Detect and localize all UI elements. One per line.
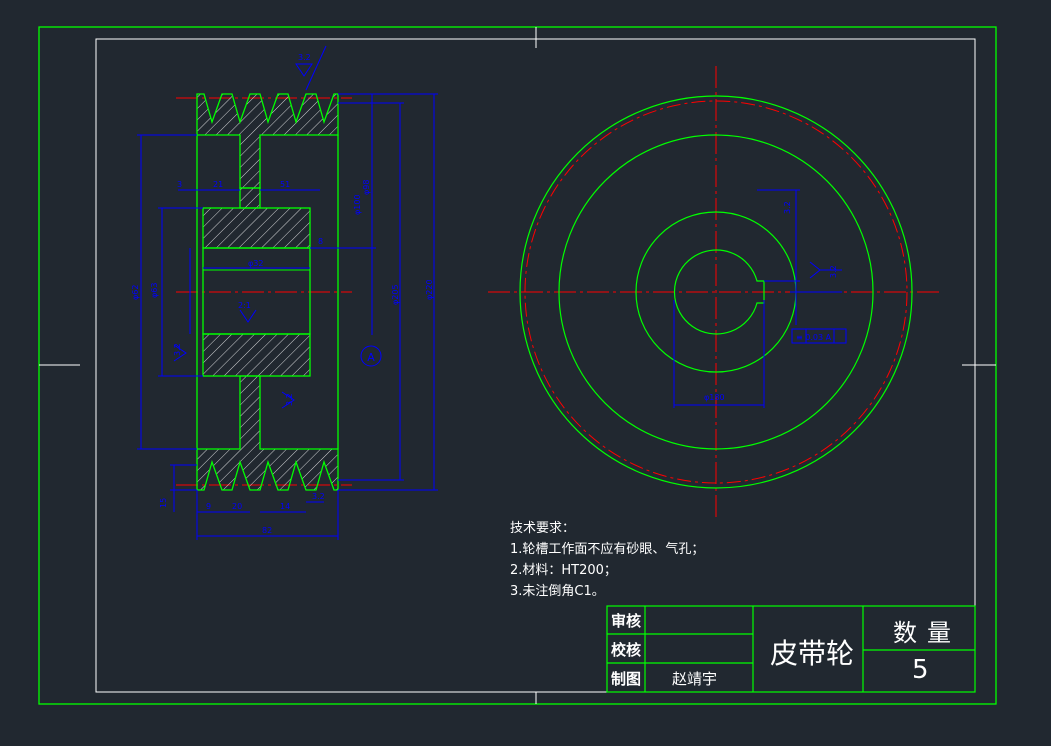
- svg-text:≡ 0.03 A: ≡ 0.03 A: [796, 333, 832, 342]
- section-dimension-text: 3.2 3 21 51 φ100 φ98 φ62 φ63 φ32 8 2:1 3…: [131, 53, 434, 535]
- section-centerlines: [176, 97, 352, 486]
- technical-notes: 技术要求： 1.轮槽工作面不应有砂眼、气孔； 2.材料：HT200； 3.未注倒…: [510, 518, 704, 602]
- section-hub-bottom: [202, 333, 311, 377]
- svg-text:3.2: 3.2: [783, 201, 792, 214]
- svg-text:φ220: φ220: [425, 279, 434, 300]
- drafter-value: 赵靖宇: [672, 670, 718, 688]
- note-item: 2.材料：HT200；: [510, 563, 617, 578]
- svg-text:15: 15: [159, 498, 168, 508]
- svg-text:φ205: φ205: [391, 284, 400, 305]
- bore-with-keyway: [673, 249, 765, 335]
- quantity-label: 数量: [893, 619, 961, 647]
- svg-text:14: 14: [280, 502, 290, 511]
- svg-text:φ32: φ32: [248, 259, 263, 268]
- section-view: A 3.2 3 21 51 φ100 φ98 φ62 φ63 φ32 8 2:1…: [131, 45, 438, 540]
- svg-text:3.2: 3.2: [173, 343, 182, 356]
- notes-heading: 技术要求：: [510, 521, 576, 536]
- checker-label: 校核: [611, 641, 642, 659]
- svg-text:3.2: 3.2: [829, 265, 838, 278]
- drafter-label: 制图: [611, 670, 642, 688]
- center-marks: [39, 27, 996, 704]
- section-top-rim: [196, 93, 339, 189]
- svg-text:51: 51: [280, 180, 290, 189]
- part-name: 皮带轮: [770, 637, 855, 670]
- svg-text:φ180: φ180: [704, 393, 725, 402]
- front-dimension-text: φ180 3.2 3.2 ≡ 0.03 A: [704, 201, 838, 402]
- note-item: 1.轮槽工作面不应有砂眼、气孔；: [510, 542, 705, 557]
- section-web-top: [239, 187, 261, 209]
- section-bottom-rim: [196, 375, 339, 491]
- svg-text:82: 82: [262, 526, 272, 535]
- svg-text:φ100: φ100: [353, 194, 362, 215]
- svg-text:φ62: φ62: [131, 285, 140, 300]
- svg-text:21: 21: [213, 180, 223, 189]
- svg-text:3.2: 3.2: [312, 492, 325, 501]
- svg-text:φ98: φ98: [362, 180, 371, 195]
- reviewer-label: 审核: [611, 612, 642, 630]
- svg-text:20: 20: [232, 502, 242, 511]
- roughness-symbols: [173, 63, 313, 409]
- outer-rim-circle: [519, 95, 913, 489]
- groove-bottom-circle: [558, 134, 874, 450]
- title-block-grid: [606, 605, 976, 693]
- quantity-value: 5: [912, 655, 929, 685]
- datum-a-circle: [360, 345, 382, 367]
- svg-text:2:1: 2:1: [238, 301, 251, 310]
- note-item: 3.未注倒角C1。: [510, 584, 605, 599]
- pitch-circle: [524, 100, 908, 484]
- outer-frame: [38, 26, 997, 705]
- svg-text:9: 9: [206, 502, 211, 511]
- svg-text:3.2: 3.2: [285, 393, 294, 406]
- datum-a-label: A: [367, 351, 375, 364]
- section-dimensions: [137, 45, 438, 540]
- front-dimensions: [673, 189, 847, 408]
- svg-text:8: 8: [318, 237, 323, 246]
- front-view: φ180 3.2 3.2 ≡ 0.03 A: [488, 66, 942, 520]
- svg-text:3.2: 3.2: [298, 53, 311, 62]
- svg-text:3: 3: [177, 180, 182, 189]
- section-hub-top: [202, 207, 311, 249]
- svg-text:φ63: φ63: [150, 283, 159, 298]
- section-bore: [202, 247, 311, 335]
